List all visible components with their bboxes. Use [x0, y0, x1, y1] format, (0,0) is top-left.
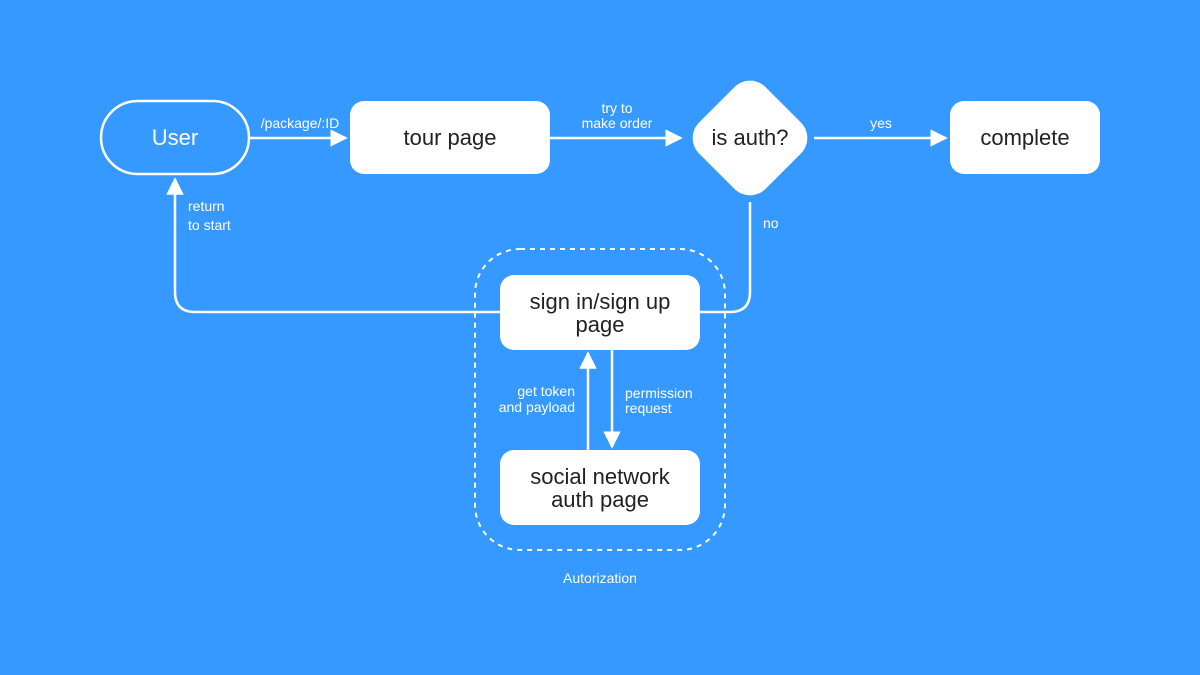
autorization-group-label: Autorization	[563, 570, 637, 586]
tour-page-node	[350, 101, 550, 174]
edge-label-try-line1: try to	[601, 100, 632, 116]
social-auth-label-line1: social network	[530, 464, 670, 489]
is-auth-diamond	[692, 80, 808, 196]
edge-auth-no	[700, 202, 752, 314]
is-auth-label: is auth?	[711, 125, 788, 150]
edge-return-to-user	[166, 177, 500, 314]
edge-label-permission-line1: permission	[625, 385, 693, 401]
edge-label-no: no	[763, 215, 779, 231]
edge-label-return-line2: to start	[188, 217, 231, 233]
edge-label-yes: yes	[870, 115, 892, 131]
edge-label-return-line1: return	[188, 198, 225, 214]
edge-label-get-token-line2: and payload	[499, 399, 575, 415]
edge-label-try-line2: make order	[582, 115, 653, 131]
user-node	[99, 99, 251, 176]
user-node-label: User	[152, 125, 198, 150]
autorization-group	[474, 248, 726, 551]
social-auth-node	[500, 450, 700, 525]
edge-label-permission-line2: request	[625, 400, 672, 416]
tour-page-label: tour page	[404, 125, 497, 150]
sign-in-label-line1: sign in/sign up	[530, 289, 671, 314]
complete-node	[950, 101, 1100, 174]
edge-label-get-token-line1: get token	[517, 383, 575, 399]
sign-in-label-line2: page	[576, 312, 625, 337]
sign-in-node	[500, 275, 700, 350]
social-auth-label-line2: auth page	[551, 487, 649, 512]
complete-label: complete	[980, 125, 1069, 150]
edge-label-package: /package/:ID	[261, 115, 340, 131]
